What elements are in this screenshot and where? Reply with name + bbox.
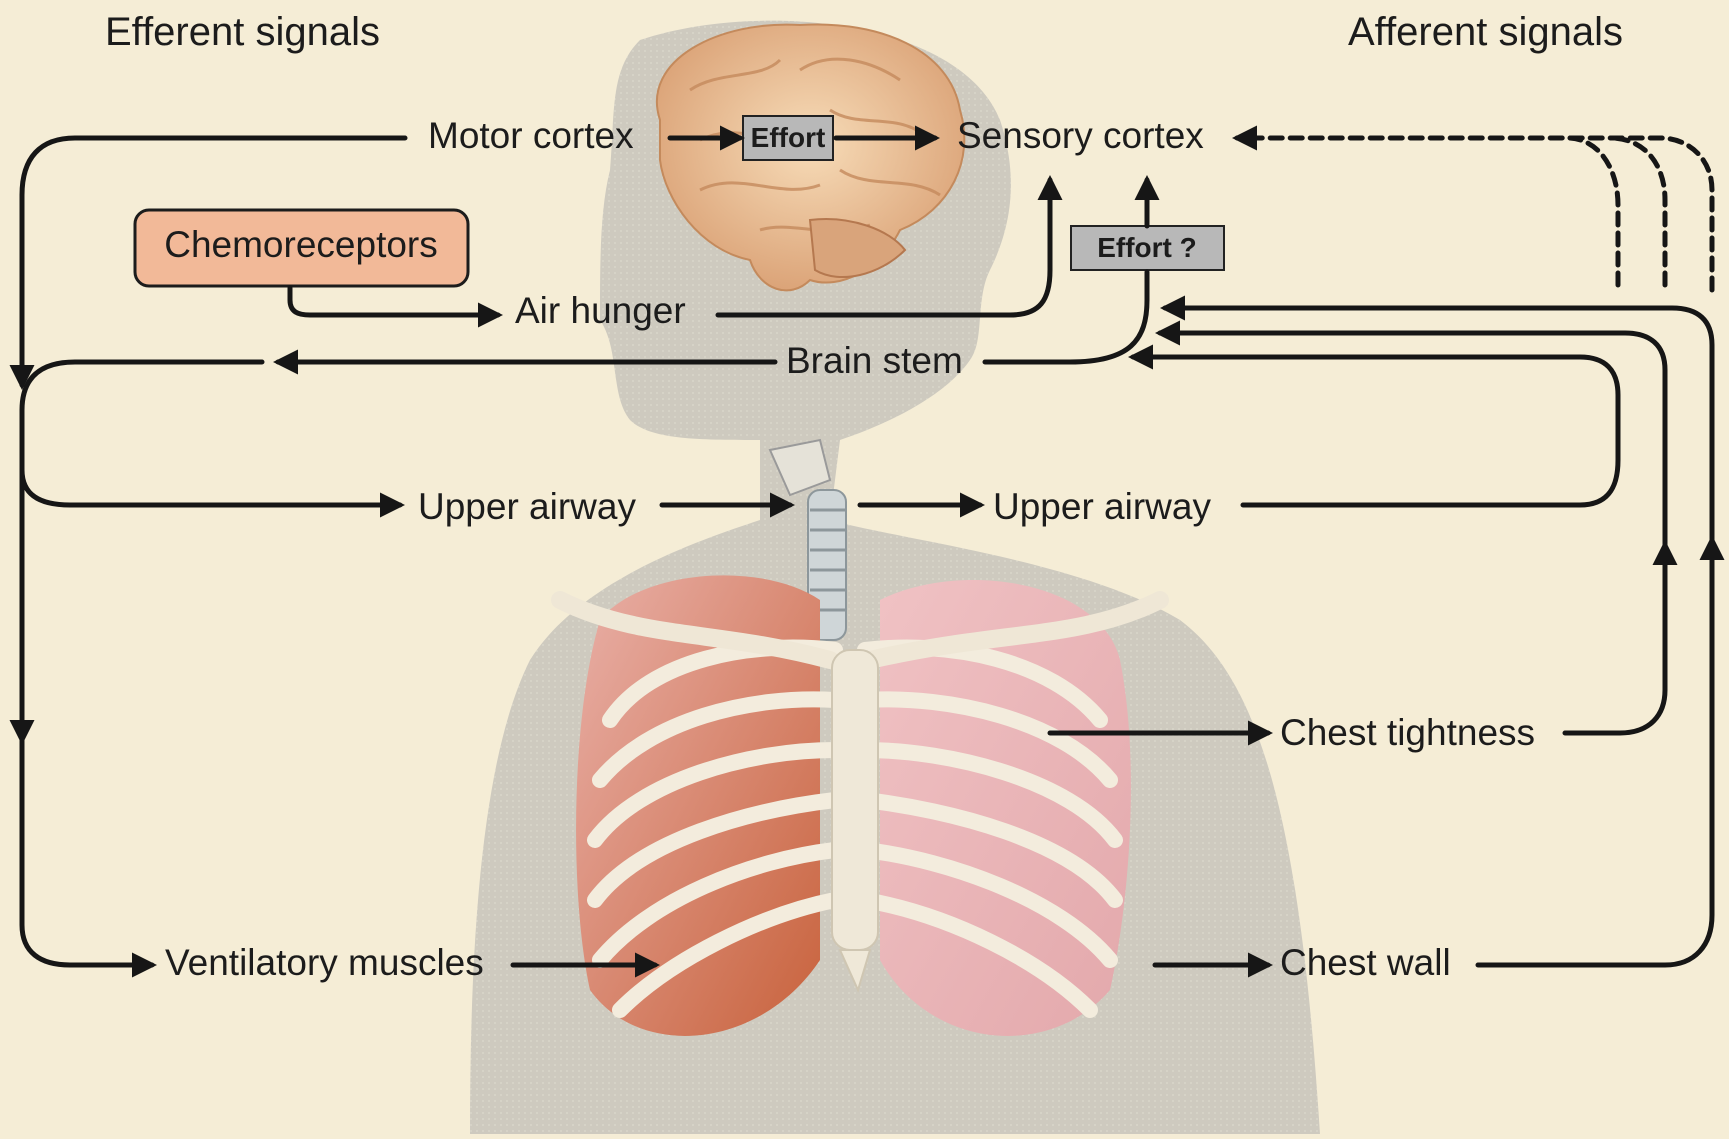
effort-question-label: Effort ? (1097, 232, 1197, 263)
chemoreceptors-label: Chemoreceptors (164, 224, 438, 265)
dashed-afferent-3 (1570, 138, 1618, 285)
line-chest-tightness-to-brain-stem (1160, 333, 1665, 545)
chest-wall-label: Chest wall (1280, 942, 1451, 983)
sensory-cortex-label: Sensory cortex (957, 115, 1204, 156)
efferent-signals-header: Efferent signals (105, 10, 380, 54)
chest-tightness-label: Chest tightness (1280, 712, 1535, 753)
chemoreceptors-box: Chemoreceptors (135, 210, 468, 286)
arrow-chemoreceptors-to-air-hunger (290, 288, 498, 315)
arrow-chest-tightness-afferent (1565, 545, 1665, 733)
brain-stem-label: Brain stem (786, 340, 963, 381)
line-brain-stem-loop (22, 362, 400, 505)
upper-airway-afferent-label: Upper airway (993, 486, 1211, 527)
afferent-signals-header: Afferent signals (1348, 10, 1623, 54)
effort-question-box: Effort ? (1071, 226, 1224, 270)
effort-label: Effort (751, 122, 826, 153)
arrow-to-ventilatory-muscles (22, 740, 152, 965)
effort-box: Effort (743, 116, 833, 160)
air-hunger-label: Air hunger (515, 290, 686, 331)
dashed-afferent-to-sensory (1237, 138, 1712, 290)
ventilatory-muscles-label: Ventilatory muscles (165, 942, 484, 983)
motor-cortex-label: Motor cortex (428, 115, 634, 156)
arrow-upper-airway-to-brain-stem (1133, 357, 1618, 505)
upper-airway-efferent-label: Upper airway (418, 486, 636, 527)
